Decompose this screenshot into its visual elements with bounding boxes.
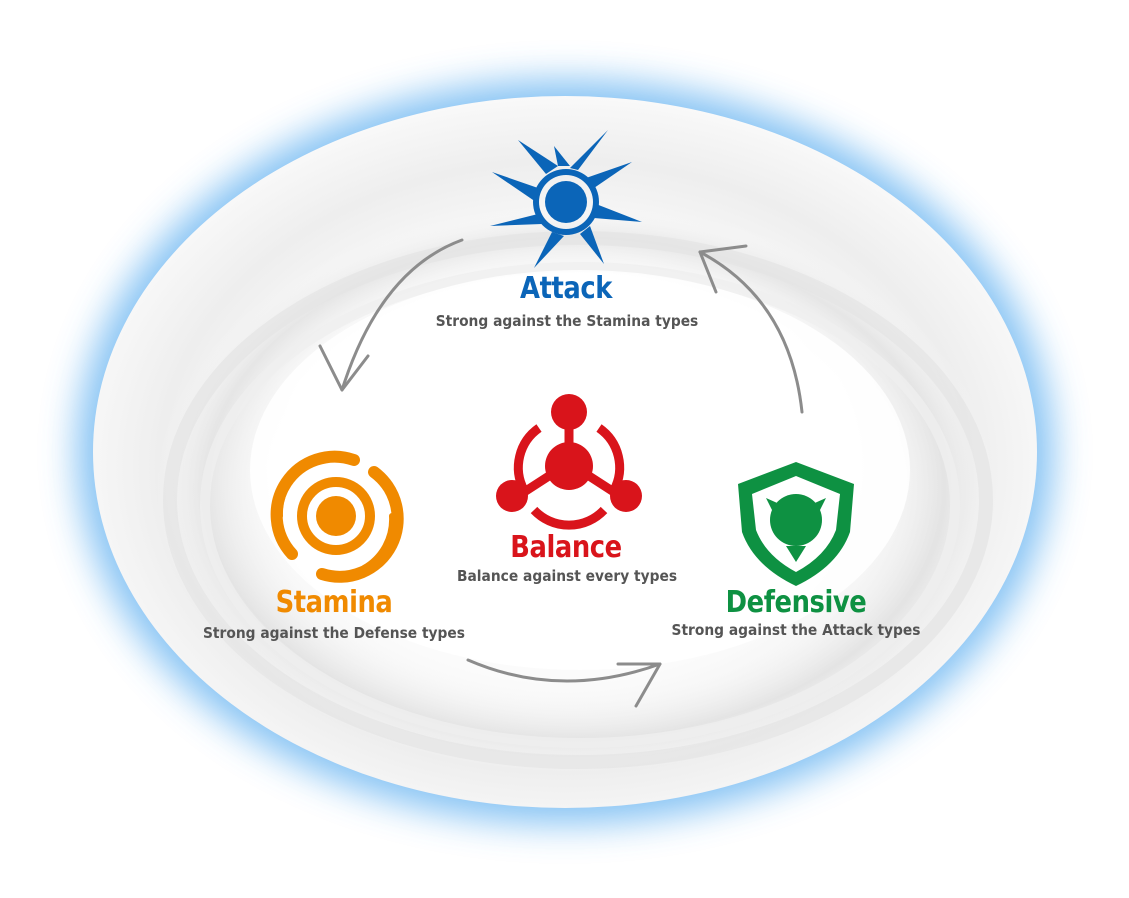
attack-vortex-icon [490,130,642,268]
arrow-defensive-to-attack-head [698,244,748,294]
stamina-spiral-icon [270,450,404,583]
stamina-title: Stamina [275,585,393,620]
defensive-title: Defensive [725,585,867,620]
stamina-description: Strong against the Defense types [202,624,466,642]
defensive-description: Strong against the Attack types [671,621,921,639]
attack-description: Strong against the Stamina types [435,312,699,330]
arrow-attack-to-stamina [340,238,464,392]
balance-description: Balance against every types [456,567,678,585]
arrow-attack-to-stamina-head [318,344,370,392]
arrow-stamina-to-defensive [466,658,662,683]
balance-title: Balance [510,530,622,565]
defense-shield-icon [738,462,854,586]
arrow-stamina-to-defensive-head [616,662,662,708]
balance-molecule-icon [496,394,642,530]
arrow-defensive-to-attack [698,250,804,414]
attack-title: Attack [520,271,612,306]
